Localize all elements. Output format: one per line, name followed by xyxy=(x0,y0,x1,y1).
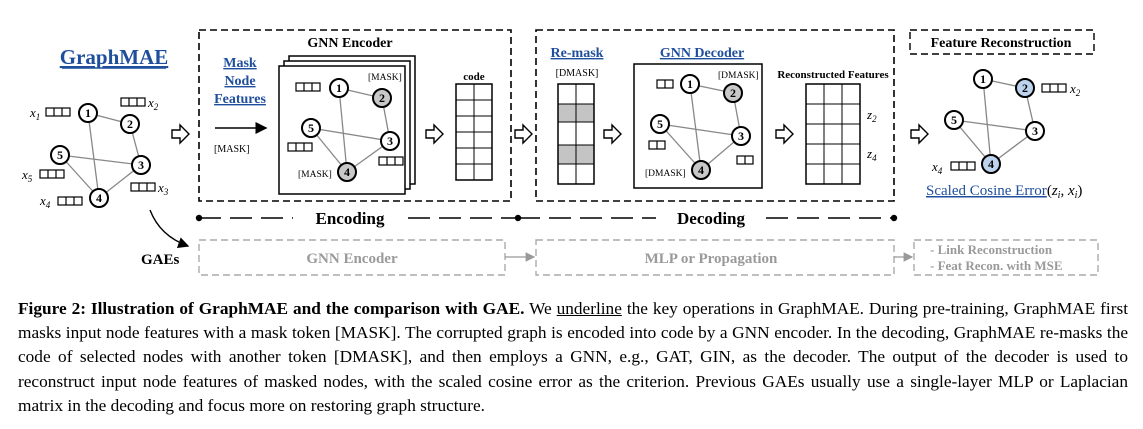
gaes-encoder: GNN Encoder xyxy=(306,251,398,267)
svg-text:Node: Node xyxy=(224,74,255,89)
graphmae-diagram: GraphMAE x1 x2 x3 x4 x5 xyxy=(21,29,1099,276)
input-node-2 xyxy=(120,114,140,134)
svg-text:x2: x2 xyxy=(1069,81,1081,98)
svg-text:Features: Features xyxy=(214,92,266,107)
caption-text-b: the key operations in GraphMAE. During p… xyxy=(18,299,1128,415)
svg-text:z2: z2 xyxy=(866,107,877,124)
code-grid xyxy=(455,83,493,181)
svg-text:1: 1 xyxy=(980,72,986,86)
gaes-decoder: MLP or Propagation xyxy=(645,251,778,267)
svg-text:x1: x1 xyxy=(29,105,40,122)
svg-text:2: 2 xyxy=(379,91,385,105)
input-node-3 xyxy=(131,155,151,175)
encoder-graph: [MASK] [MASK] 1 2 3 4 5 xyxy=(287,73,404,182)
svg-text:[MASK]: [MASK] xyxy=(298,170,332,180)
svg-text:z4: z4 xyxy=(866,146,877,163)
svg-text:x3: x3 xyxy=(157,180,169,197)
svg-text:4: 4 xyxy=(988,157,994,171)
svg-text:1: 1 xyxy=(687,77,693,91)
mask-node-features-label: Mask Node Features xyxy=(214,56,266,107)
gnn-encoder-title: GNN Encoder xyxy=(307,36,392,51)
svg-text:[DMASK]: [DMASK] xyxy=(718,71,759,81)
phase-timeline: Encoding Decoding xyxy=(195,209,898,228)
gnn-decoder-title: GNN Decoder xyxy=(660,46,744,61)
decoding-label: Decoding xyxy=(677,209,746,228)
flow-arrows xyxy=(171,123,929,145)
reconstructed-grid xyxy=(805,83,861,185)
caption-text-a: We xyxy=(524,299,557,318)
gaes-objective-mse: - Feat Recon. with MSE xyxy=(930,258,1063,273)
figure-caption: Figure 2: Illustration of GraphMAE and t… xyxy=(18,297,1128,418)
svg-text:3: 3 xyxy=(738,129,744,143)
reconstructed-features-label: Reconstructed Features xyxy=(777,69,889,81)
remask-title: Re-mask xyxy=(551,46,604,61)
feature-reconstruction-box xyxy=(909,29,1095,55)
svg-text:x4: x4 xyxy=(39,193,51,210)
svg-text:x5: x5 xyxy=(21,167,33,184)
caption-label: Figure 2: Illustration of GraphMAE and t… xyxy=(18,299,525,318)
input-node-5 xyxy=(50,145,70,165)
svg-text:3: 3 xyxy=(138,158,144,172)
gaes-row: GNN Encoder MLP or Propagation - Link Re… xyxy=(198,239,1099,276)
svg-text:3: 3 xyxy=(387,134,393,148)
code-label: code xyxy=(463,71,485,83)
encoder-box xyxy=(198,29,512,202)
svg-text:5: 5 xyxy=(57,148,63,162)
svg-text:[DMASK]: [DMASK] xyxy=(645,169,686,179)
feature-reconstruction-title: Feature Reconstruction xyxy=(931,36,1072,51)
svg-text:5: 5 xyxy=(657,117,663,131)
gaes-curve-arrow xyxy=(149,209,190,248)
mask-token-label: [MASK] xyxy=(214,144,250,155)
input-graph: x1 x2 x3 x4 x5 1 2 3 4 5 xyxy=(21,95,169,210)
svg-text:2: 2 xyxy=(730,86,736,100)
scaled-cosine-error: Scaled Cosine Error(zi, xi) xyxy=(926,183,1082,201)
input-node-4 xyxy=(89,188,109,208)
svg-text:x2: x2 xyxy=(147,95,159,112)
svg-text:1: 1 xyxy=(336,81,342,95)
svg-text:5: 5 xyxy=(951,113,957,127)
svg-text:5: 5 xyxy=(308,121,314,135)
svg-text:Mask: Mask xyxy=(223,56,257,71)
input-node-1 xyxy=(78,103,98,123)
svg-text:x4: x4 xyxy=(931,159,943,176)
svg-text:[MASK]: [MASK] xyxy=(368,73,402,83)
svg-text:3: 3 xyxy=(1032,124,1038,138)
svg-text:4: 4 xyxy=(96,191,102,205)
output-graph: x2 x4 1 2 3 4 5 xyxy=(931,69,1081,176)
encoding-label: Encoding xyxy=(316,209,385,228)
svg-text:1: 1 xyxy=(85,106,91,120)
gaes-objective-link: - Link Reconstruction xyxy=(930,242,1053,257)
svg-text:2: 2 xyxy=(1022,81,1028,95)
svg-text:4: 4 xyxy=(344,165,350,179)
caption-underlined: underline xyxy=(556,299,622,318)
decoder-graph: [DMASK] [DMASK] 1 2 3 4 5 xyxy=(645,71,759,180)
dmask-token-label: [DMASK] xyxy=(556,68,599,79)
svg-text:4: 4 xyxy=(698,163,704,177)
decoder-box xyxy=(535,29,895,202)
gaes-label: GAEs xyxy=(141,252,180,268)
graphmae-title: GraphMAE xyxy=(60,45,169,69)
svg-text:2: 2 xyxy=(127,117,133,131)
remask-grid xyxy=(557,83,595,185)
